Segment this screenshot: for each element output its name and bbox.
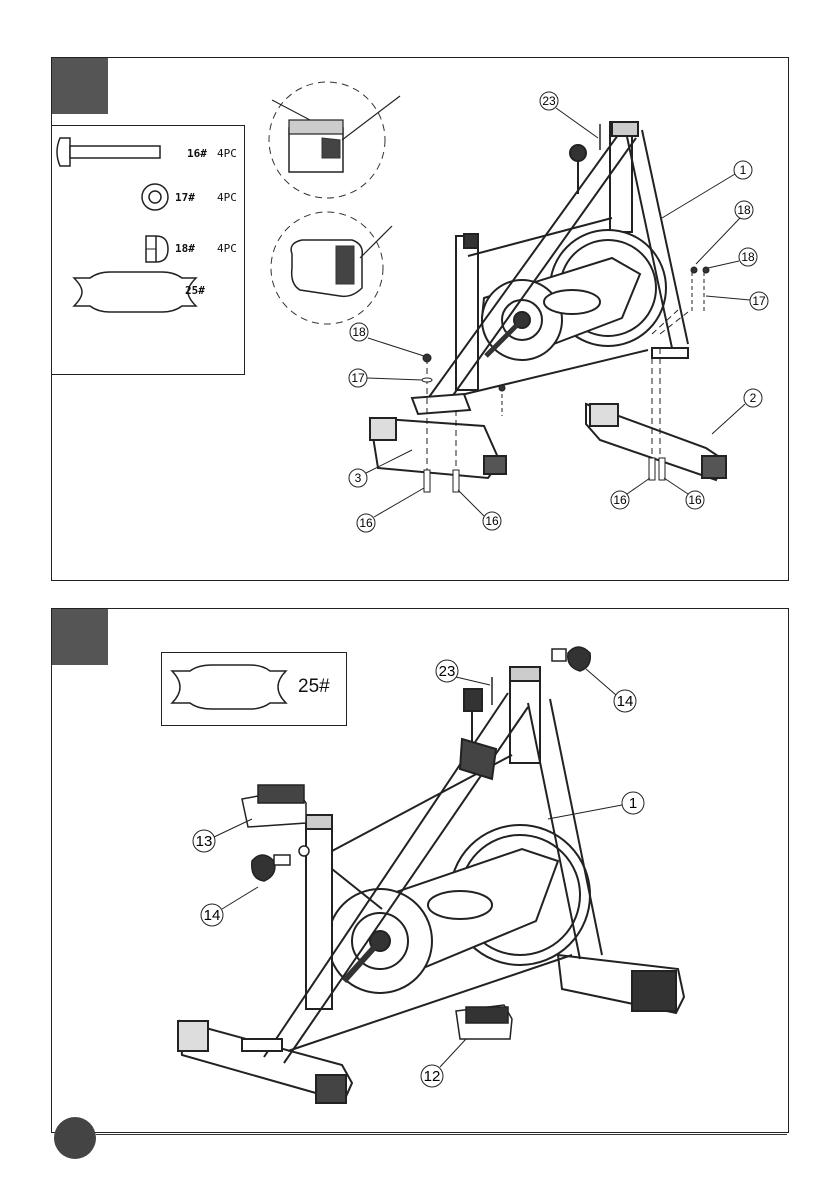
callout-1: 1	[740, 163, 747, 177]
callout-2: 2	[750, 391, 757, 405]
callout-16-c: 16	[613, 493, 627, 507]
callout-14-a: 14	[617, 693, 634, 710]
step-2-diagram: 23 14 1 13 14 12	[52, 609, 788, 1132]
assembled-bike	[178, 667, 684, 1103]
callout-17-b: 17	[351, 371, 365, 385]
callout-3: 3	[355, 471, 362, 485]
bike-frame	[370, 122, 726, 480]
callout-18-c: 18	[352, 325, 366, 339]
step-1-panel: 16# 4PC 17# 4PC 18# 4PC 25#	[51, 57, 789, 581]
callout-23: 23	[439, 663, 456, 680]
detail-zoom-top	[269, 82, 400, 198]
callout-13: 13	[196, 833, 213, 850]
detail-zoom-bottom	[271, 212, 392, 324]
step-1-diagram: 23 1 18 18 17 18 17 2 3 16 16 16 16	[52, 58, 788, 580]
callout-14-b: 14	[204, 907, 221, 924]
callout-18-a: 18	[737, 203, 751, 217]
callout-16-a: 16	[359, 516, 373, 530]
callout-16-b: 16	[485, 514, 499, 528]
callout-17-a: 17	[752, 294, 766, 308]
step-2-panel: 25#	[51, 608, 789, 1133]
callout-23: 23	[542, 94, 556, 108]
callout-18-b: 18	[741, 250, 755, 264]
callout-1: 1	[629, 795, 637, 812]
callout-16-d: 16	[688, 493, 702, 507]
page-number-circle	[54, 1117, 96, 1159]
callout-12: 12	[424, 1068, 441, 1085]
footer-rule	[96, 1134, 787, 1135]
